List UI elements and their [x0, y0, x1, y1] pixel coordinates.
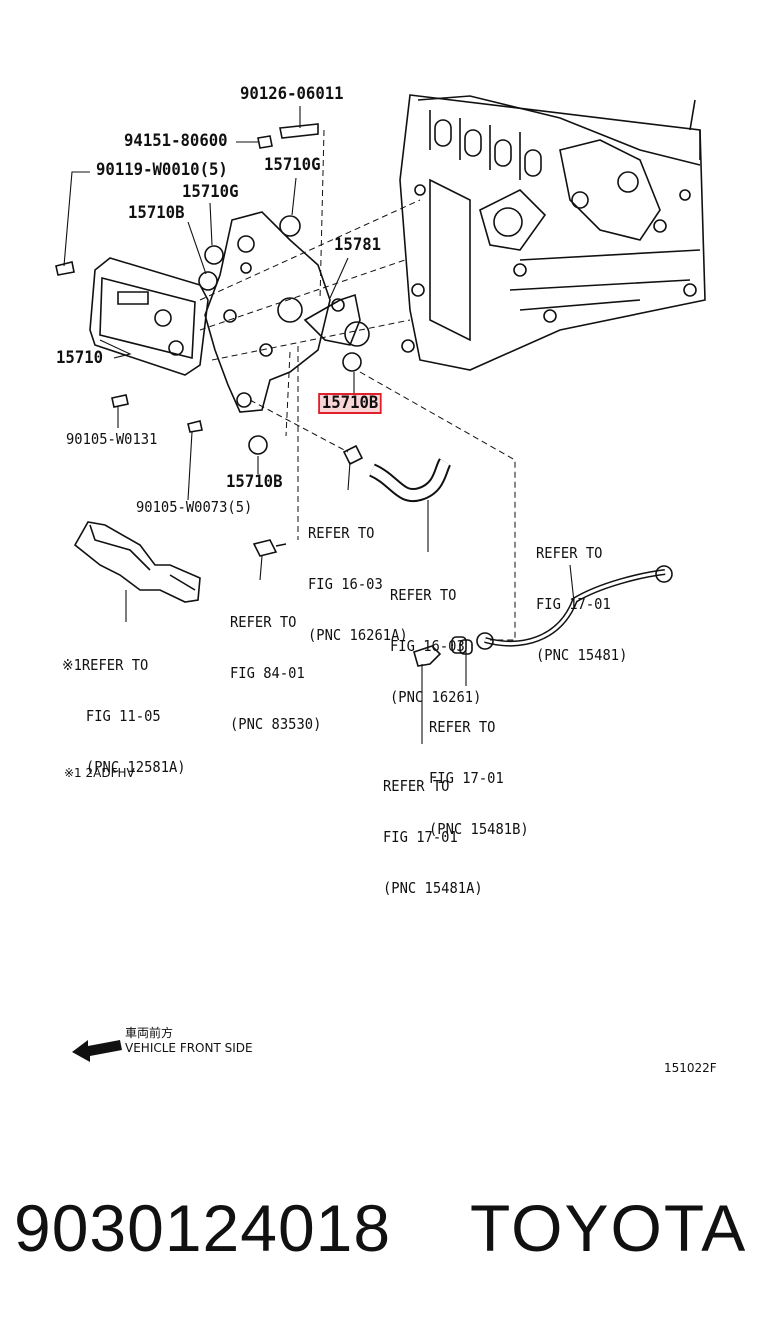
- ref-line: FIG 11-05: [85, 707, 161, 725]
- label-15710g-mid[interactable]: 15710G: [182, 182, 239, 202]
- label-90105-w0073[interactable]: 90105-W0073(5): [136, 498, 253, 516]
- direction-label-en: VEHICLE FRONT SIDE: [125, 1041, 253, 1055]
- label-15710b-low[interactable]: 15710B: [226, 472, 283, 492]
- label-90126-06011[interactable]: 90126-06011: [240, 84, 344, 104]
- bolt-left: [56, 262, 74, 275]
- ref-fig-17-01-top[interactable]: REFER TO FIG 17-01 (PNC 15481): [536, 511, 627, 681]
- o-ring-15710b-low: [249, 436, 267, 454]
- dashed-lines: [200, 130, 515, 640]
- ref-line: (PNC 15481A): [383, 879, 483, 897]
- ref-line: (PNC 15481): [536, 646, 628, 664]
- label-15710b-highlighted[interactable]: 15710B: [318, 393, 383, 414]
- o-ring-15710g-top: [280, 216, 300, 236]
- o-ring-15710b-highlight: [343, 353, 361, 371]
- brand-name: TOYOTA: [470, 1191, 748, 1265]
- label-90119-w0010[interactable]: 90119-W0010(5): [96, 160, 228, 180]
- ref-line: REFER TO: [308, 524, 375, 542]
- label-90105-w0131[interactable]: 90105-W0131: [66, 430, 158, 448]
- ref-fig-11-05[interactable]: ※1REFER TO FIG 11-05 (PNC 12581A): [62, 623, 186, 793]
- ref-line: (PNC 83530): [230, 715, 322, 733]
- ref-line: REFER TO: [230, 613, 297, 631]
- ref-line: FIG 16-03: [308, 575, 383, 593]
- ref-line: (PNC 12581A): [85, 758, 186, 776]
- ref-line: REFER TO: [536, 544, 603, 562]
- bolt-90105-w0131: [112, 395, 128, 407]
- ref-line: REFER TO: [383, 777, 450, 795]
- ref-fig-17-01-a[interactable]: REFER TO FIG 17-01 (PNC 15481A): [383, 744, 483, 914]
- direction-label-jp: 車両前方: [125, 1026, 174, 1040]
- ref-line: REFER TO: [429, 718, 496, 736]
- ref-line: FIG 84-01: [230, 664, 305, 682]
- left-arrow-icon: [72, 1040, 122, 1062]
- oil-cooler-drawing: [90, 258, 208, 375]
- ref-line: (PNC 16261A): [308, 626, 408, 644]
- drawing-code: 151022F: [664, 1061, 717, 1075]
- ref-line: FIG 16-03: [390, 637, 465, 655]
- engine-block-drawing: [400, 95, 705, 370]
- front-cover-drawing: [205, 212, 369, 412]
- label-15781[interactable]: 15781: [334, 235, 382, 255]
- leader-lines: [64, 106, 574, 744]
- bolt-90105-w0073: [188, 421, 202, 432]
- ref-fig-17-01-b[interactable]: REFER TO FIG 17-01 (PNC 15481B): [429, 685, 529, 855]
- clamp-drawing: [344, 446, 362, 464]
- ref-fig-16-03[interactable]: REFER TO FIG 16-03 (PNC 16261): [390, 553, 481, 723]
- nut: [258, 136, 272, 148]
- label-15710g-top[interactable]: 15710G: [264, 155, 321, 175]
- label-15710[interactable]: 15710: [56, 348, 104, 368]
- o-ring-15710b-left: [199, 272, 217, 290]
- ref-line: REFER TO: [390, 586, 457, 604]
- label-94151-80600[interactable]: 94151-80600: [124, 131, 228, 151]
- ref-fig-84-01[interactable]: REFER TO FIG 84-01 (PNC 83530): [230, 580, 321, 750]
- chain-guide-drawing: [75, 522, 200, 602]
- ref-fig-16-03-a[interactable]: REFER TO FIG 16-03 (PNC 16261A): [308, 491, 408, 661]
- ref-line: FIG 17-01: [536, 595, 611, 613]
- stud-bolt: [280, 124, 318, 138]
- ref-line: (PNC 15481B): [429, 820, 529, 838]
- ref-line: FIG 17-01: [429, 769, 504, 787]
- gasket-drawing: [452, 637, 466, 653]
- o-ring-15710g-mid: [205, 246, 223, 264]
- part-number-title: 9030124018: [14, 1191, 392, 1265]
- label-15710b-left[interactable]: 15710B: [128, 203, 185, 223]
- ref-line: (PNC 16261): [390, 688, 482, 706]
- union-bolt-drawing: [414, 646, 440, 666]
- footnote: ※1 2ADFHV: [64, 766, 135, 780]
- sensor-drawing: [254, 540, 286, 556]
- ref-line: ※1REFER TO: [62, 656, 149, 674]
- ref-line: FIG 17-01: [383, 828, 458, 846]
